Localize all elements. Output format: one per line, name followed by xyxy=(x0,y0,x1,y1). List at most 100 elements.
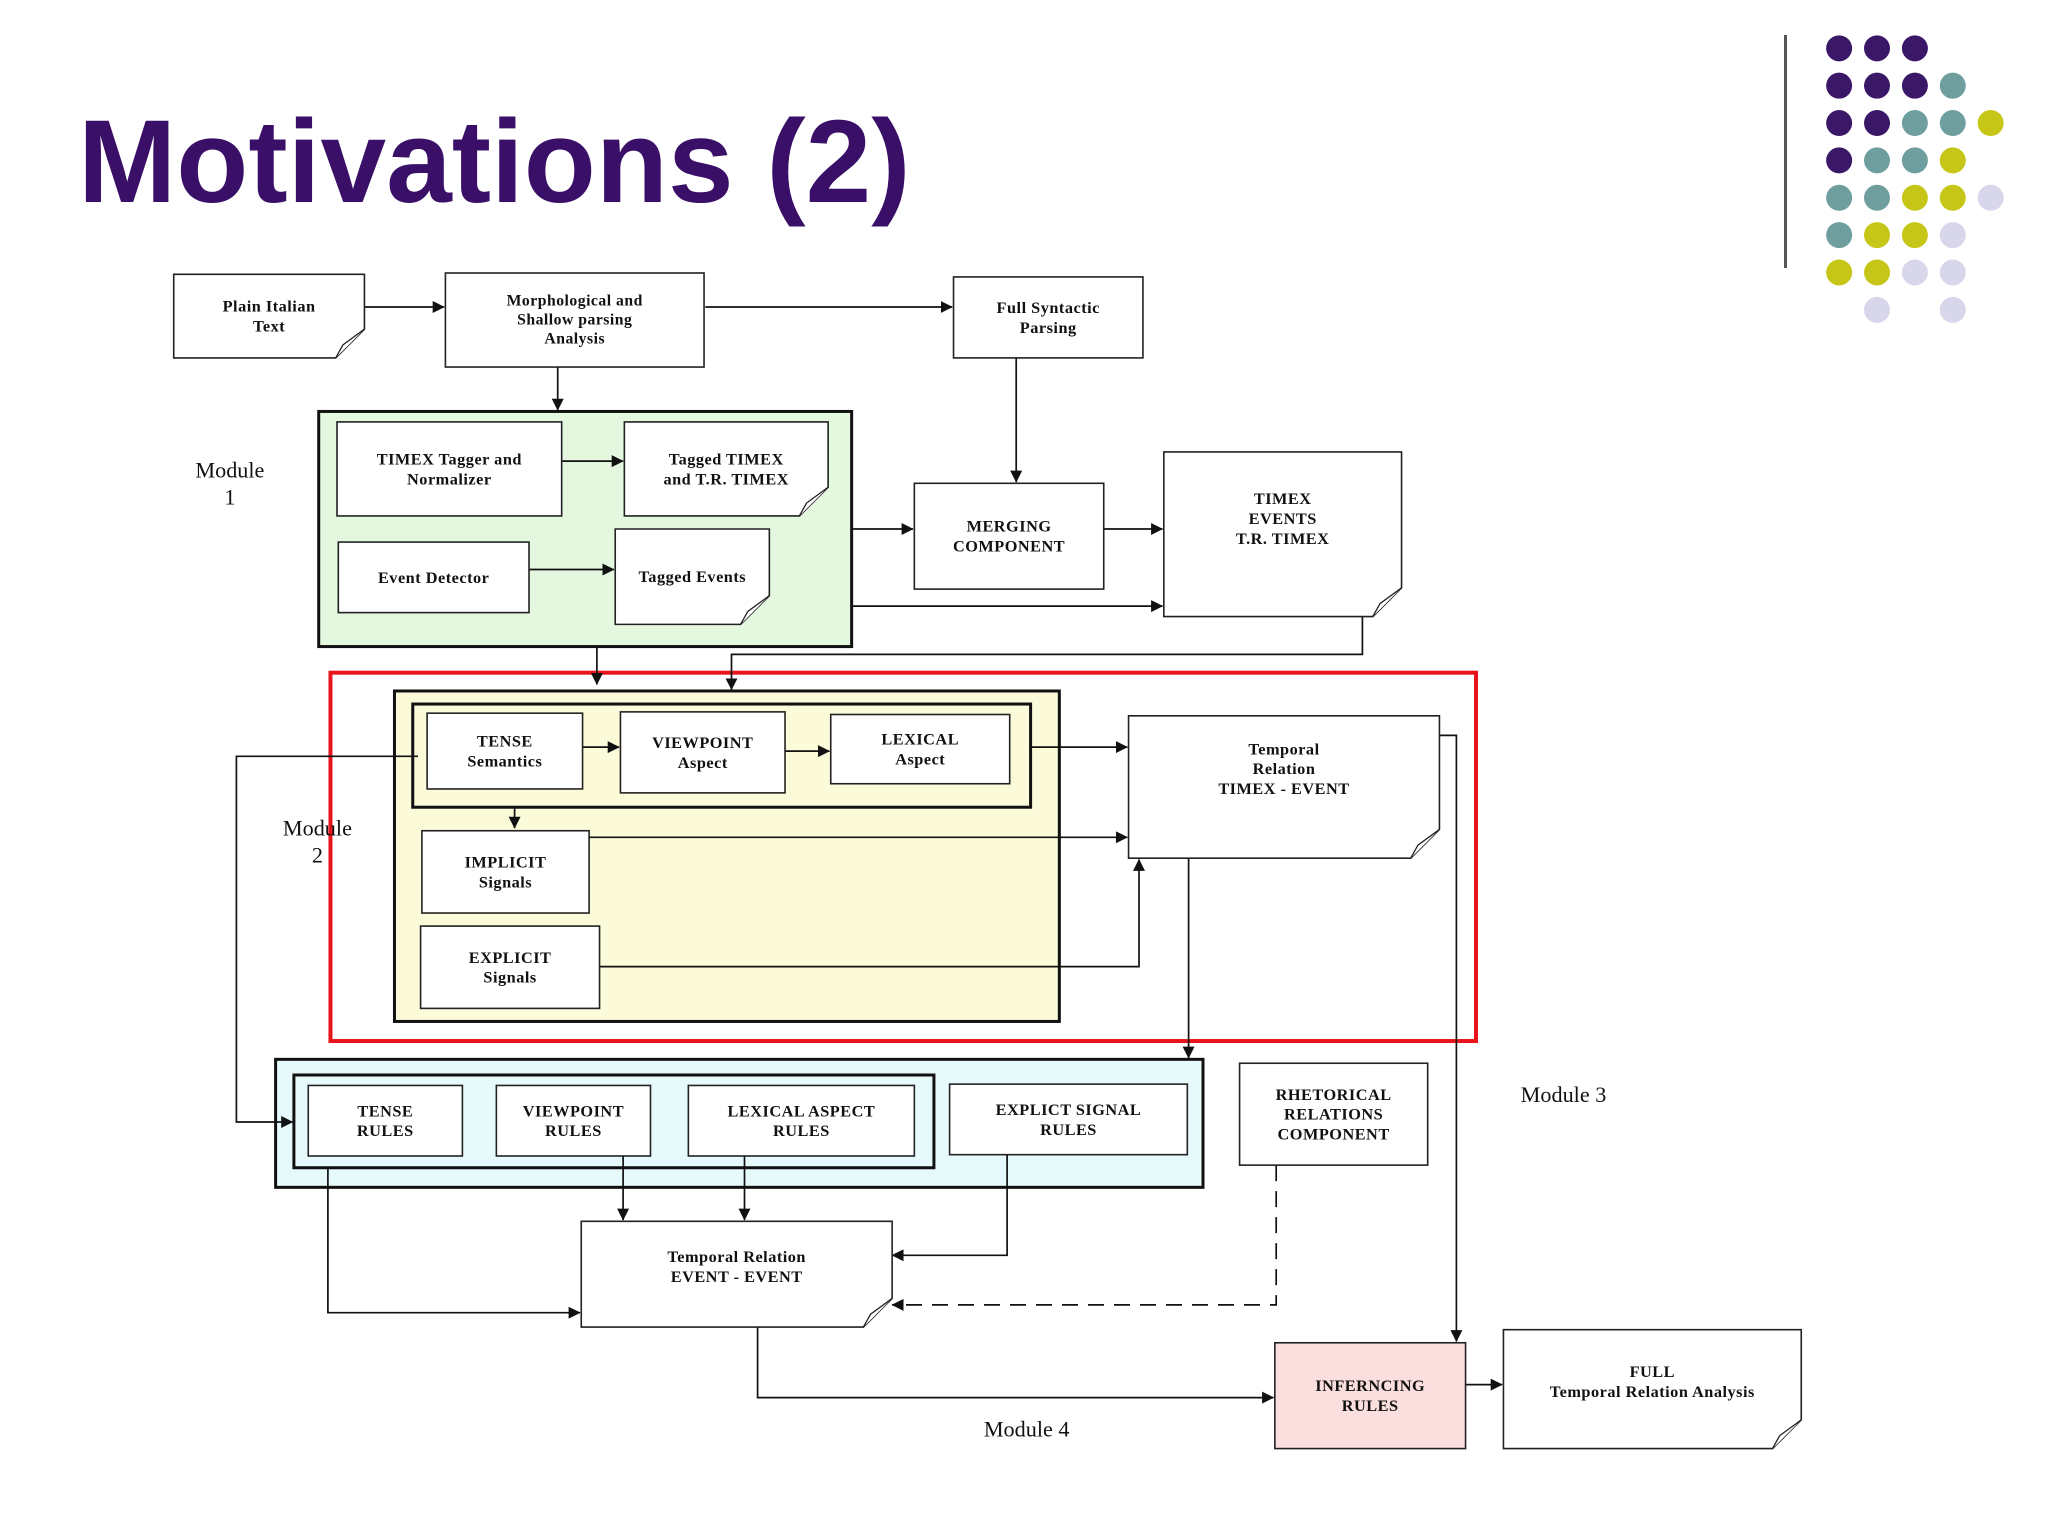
decorative-dot xyxy=(1901,259,1928,286)
module-label: 2 xyxy=(312,842,323,867)
diagram-edge xyxy=(756,1327,1275,1404)
node-label-line: RHETORICAL xyxy=(1276,1085,1392,1104)
decorative-dot xyxy=(1977,110,2004,137)
decorative-dot xyxy=(1901,184,1928,211)
node-label-line: Normalizer xyxy=(407,469,492,488)
decorative-dot xyxy=(1826,222,1853,249)
node-label-line: Plain Italian xyxy=(223,297,316,316)
node-label-line: Parsing xyxy=(1020,318,1077,337)
decorative-dot xyxy=(1939,147,1966,174)
node-tagged-events: Tagged Events xyxy=(614,528,771,626)
node-label-line: Relation xyxy=(1253,759,1316,778)
decorative-dot xyxy=(1826,35,1853,62)
module-label: 1 xyxy=(224,484,235,509)
decorative-dot xyxy=(1826,259,1853,286)
decorative-dot xyxy=(1864,110,1891,137)
node-label-line: TENSE xyxy=(357,1101,413,1120)
decorative-dot xyxy=(1939,259,1966,286)
node-label-line: Event Detector xyxy=(378,568,489,587)
node-label-line: MERGING xyxy=(967,517,1052,536)
decorative-dot xyxy=(1864,259,1891,286)
decorative-dot xyxy=(1864,35,1891,62)
diagram-edge xyxy=(599,858,1145,968)
decorative-dot xyxy=(1901,110,1928,137)
node-label-line: RELATIONS xyxy=(1284,1105,1383,1124)
decorative-dot xyxy=(1939,110,1966,137)
node-label-line: TENSE xyxy=(477,732,533,751)
decorative-dot xyxy=(1939,222,1966,249)
decorative-dot xyxy=(1826,184,1853,211)
diagram-edge xyxy=(891,1165,1278,1311)
node-label-line: Temporal Relation xyxy=(667,1247,806,1266)
node-label-line: INFERNCING xyxy=(1315,1376,1425,1395)
node-label-line: Temporal Relation Analysis xyxy=(1550,1382,1755,1401)
node-label-line: RULES xyxy=(357,1121,414,1140)
diagram-edge xyxy=(891,1154,1008,1262)
decorative-dot xyxy=(1864,72,1891,99)
node-label-line: EXPLICIT xyxy=(469,948,552,967)
node-label-line: Full Syntactic xyxy=(997,298,1100,317)
module-label: Module 3 xyxy=(1521,1082,1607,1107)
node-label-line: Signals xyxy=(479,872,532,891)
node-label-line: Shallow parsing xyxy=(517,312,632,329)
node-label-line: Aspect xyxy=(678,753,728,772)
node-label-line: EVENTS xyxy=(1249,509,1317,528)
slide-title: Motivations (2) xyxy=(78,96,911,228)
node-label-line: Tagged Events xyxy=(638,567,746,586)
node-label-line: RULES xyxy=(1040,1120,1097,1139)
diagram-edge xyxy=(1439,734,1463,1343)
decorative-dot xyxy=(1977,184,2004,211)
node-label-line: Signals xyxy=(483,968,536,987)
decorative-dot xyxy=(1939,184,1966,211)
decorative-dot xyxy=(1901,72,1928,99)
node-label-line: RULES xyxy=(545,1121,602,1140)
decorative-dot xyxy=(1826,72,1853,99)
decorative-dot xyxy=(1864,222,1891,249)
decorative-dot xyxy=(1901,147,1928,174)
decorative-dot xyxy=(1826,147,1853,174)
node-label-line: Text xyxy=(253,317,285,336)
node-label-line: Tagged TIMEX xyxy=(669,449,784,468)
decorative-dot xyxy=(1864,147,1891,174)
node-label-line: T.R. TIMEX xyxy=(1236,529,1330,548)
node-label-line: Semantics xyxy=(467,752,542,771)
diagram-edge xyxy=(725,616,1364,691)
node-label-line: VIEWPOINT xyxy=(652,733,753,752)
node-label-line: VIEWPOINT xyxy=(523,1101,624,1120)
diagram-edge xyxy=(235,755,418,1128)
module-3-rules-group xyxy=(292,1073,936,1170)
node-label-line: COMPONENT xyxy=(953,537,1065,556)
decorative-dot xyxy=(1901,35,1928,62)
node-label-line: EVENT - EVENT xyxy=(671,1267,803,1286)
node-label-line: FULL xyxy=(1630,1362,1675,1381)
node-label-line: RULES xyxy=(773,1121,830,1140)
decorative-dot xyxy=(1826,110,1853,137)
decorative-dot xyxy=(1939,296,1966,323)
node-label-line: Aspect xyxy=(895,750,945,769)
node-label-line: Temporal xyxy=(1248,739,1319,758)
node-label-line: TIMEX Tagger and xyxy=(377,449,522,468)
node-label-line: LEXICAL ASPECT xyxy=(728,1101,876,1120)
module-label: Module 4 xyxy=(984,1416,1070,1441)
module-2-highlight-frame xyxy=(328,670,1479,1044)
